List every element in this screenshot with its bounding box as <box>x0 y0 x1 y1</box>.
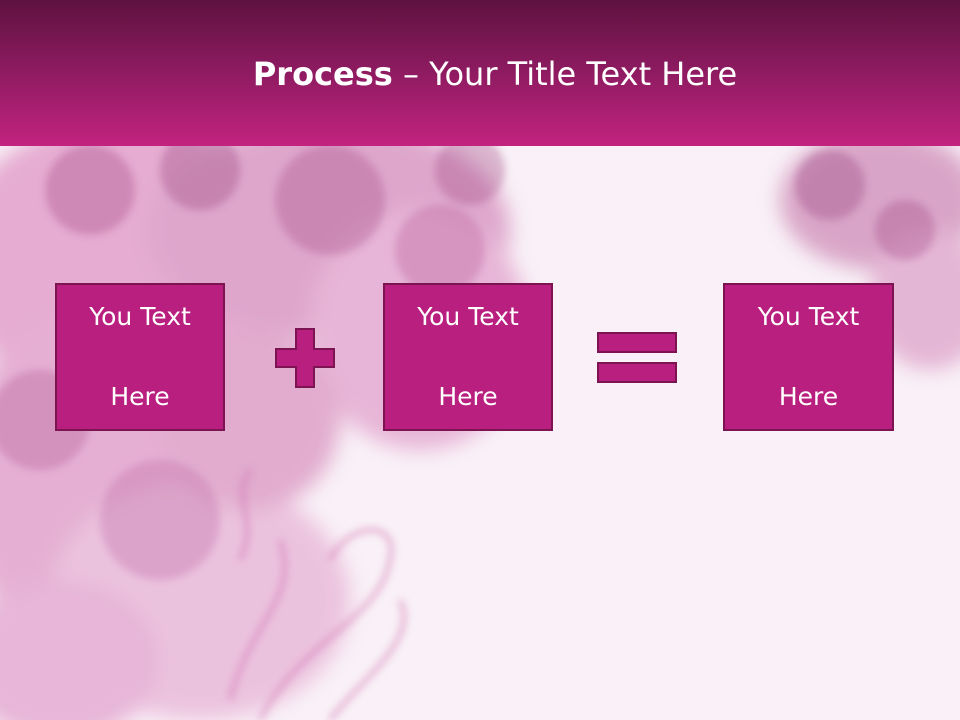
title-bar: Process – Your Title Text Here <box>0 0 960 146</box>
process-box-3-line-1: You Text <box>757 302 860 331</box>
plus-icon <box>275 328 335 388</box>
title-bold-part: Process <box>252 55 393 93</box>
process-box-2-line-2: Here <box>438 382 498 411</box>
process-box-3-line-2: Here <box>778 382 839 411</box>
process-box-1-line-1: You Text <box>89 302 191 331</box>
equals-icon <box>597 332 677 383</box>
slide-title: Process – Your Title Text Here <box>0 52 960 96</box>
process-box-1-line-2: Here <box>110 382 170 411</box>
title-rest-part: – Your Title Text Here <box>392 55 738 93</box>
process-box-2-line-1: You Text <box>417 302 519 331</box>
